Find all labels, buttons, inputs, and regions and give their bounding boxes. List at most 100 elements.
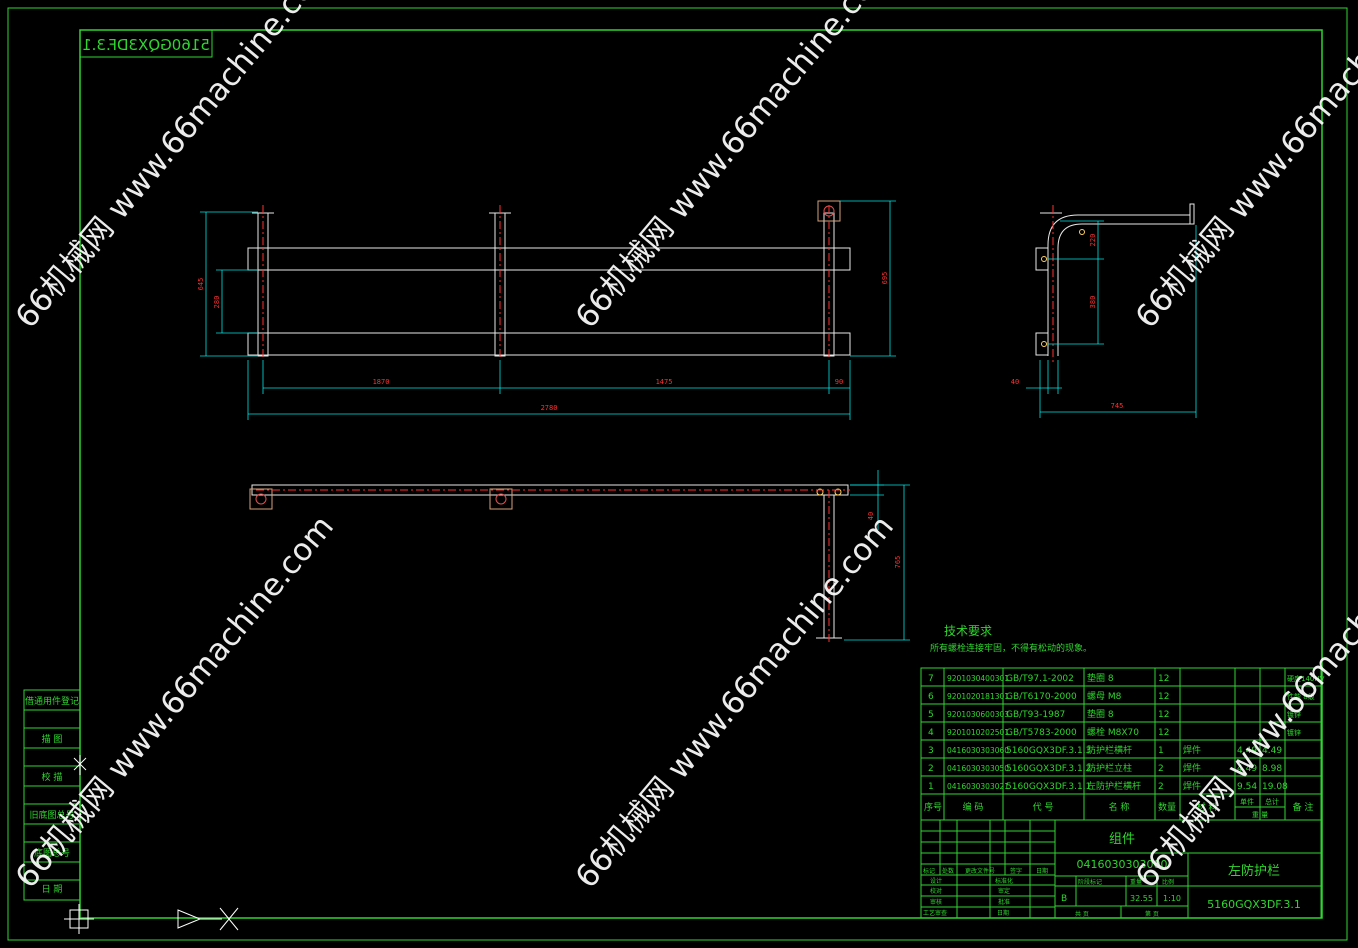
svg-text:B: B: [1061, 894, 1067, 904]
svg-text:1870: 1870: [373, 378, 390, 386]
svg-text:12: 12: [1158, 710, 1169, 720]
svg-text:GB/T6170-2000: GB/T6170-2000: [1006, 692, 1077, 702]
svg-text:数量: 数量: [1158, 801, 1176, 813]
svg-text:日期: 日期: [997, 909, 1009, 917]
svg-text:底图总号: 底图总号: [34, 847, 70, 859]
svg-text:0416030303000: 0416030303000: [1077, 858, 1168, 871]
svg-text:0416030303021: 0416030303021: [947, 782, 1009, 791]
table-row: 7 9201030400301 GB/T97.1-2002 垫圈 8 12 硬度…: [928, 672, 1325, 684]
plan-view-dimensions: [844, 470, 910, 641]
svg-text:校 描: 校 描: [42, 771, 63, 783]
side-view-dimensions: [1026, 220, 1197, 418]
svg-text:5160GQX3DF.3.1: 5160GQX3DF.3.1: [1207, 898, 1301, 911]
svg-text:645: 645: [197, 278, 205, 291]
svg-text:所有螺栓连接牢固，不得有松动的现象。: 所有螺栓连接牢固，不得有松动的现象。: [930, 642, 1092, 654]
watermarks: 66机械网 www.66machine.com 66机械网 www.66mach…: [9, 0, 1358, 895]
svg-text:焊件: 焊件: [1183, 744, 1201, 756]
svg-text:工艺审查: 工艺审查: [923, 909, 947, 917]
svg-text:镀锌: 镀锌: [1287, 710, 1301, 719]
svg-text:镀锌: 镀锌: [1287, 728, 1301, 737]
svg-text:220: 220: [1089, 234, 1097, 247]
svg-text:765: 765: [894, 556, 902, 569]
plan-view-dim-labels: 40 765: [867, 512, 902, 569]
frame-markers: [64, 755, 239, 934]
svg-text:66机械网 www.66machine.com: 66机械网 www.66machine.com: [1129, 0, 1358, 335]
inner-frame: [79, 29, 1323, 919]
svg-text:380: 380: [1089, 296, 1097, 309]
svg-text:12: 12: [1158, 692, 1169, 702]
svg-text:6: 6: [928, 692, 934, 702]
svg-text:签字: 签字: [1010, 867, 1022, 875]
svg-text:技术要求: 技术要求: [944, 624, 992, 638]
svg-text:标准化: 标准化: [995, 877, 1013, 885]
svg-text:硬度140HV: 硬度140HV: [1287, 674, 1325, 683]
svg-text:1:10: 1:10: [1163, 894, 1181, 903]
title-block-grid: [920, 819, 1322, 919]
svg-text:12: 12: [1158, 728, 1169, 738]
svg-text:40: 40: [867, 512, 875, 520]
side-strip: [23, 689, 81, 901]
front-view-dim-labels: 645 280 695 1870 1475 90 2780: [197, 272, 889, 412]
side-strip-labels: 借通用件登记 描 图 校 描 旧底图总号 底图总号 日 期: [25, 695, 79, 895]
svg-text:GB/T97.1-2002: GB/T97.1-2002: [1006, 674, 1074, 684]
svg-text:编 码: 编 码: [963, 801, 984, 813]
svg-text:处数: 处数: [942, 867, 954, 875]
svg-text:焊件: 焊件: [1183, 780, 1201, 792]
title-block-labels: 标记 处数 更改文件号 签字 日期 设计 标准化 校对 审定 审核 批准 工艺审…: [923, 867, 1174, 918]
svg-text:焊件: 焊件: [1183, 762, 1201, 774]
svg-text:3: 3: [928, 746, 934, 756]
plan-view: [249, 484, 850, 642]
svg-text:比例: 比例: [1162, 878, 1174, 886]
svg-text:序号: 序号: [924, 801, 942, 813]
svg-text:66机械网 www.66machine.com: 66机械网 www.66machine.com: [569, 509, 901, 895]
svg-text:2: 2: [1158, 782, 1164, 792]
svg-text:GB/T93-1987: GB/T93-1987: [1006, 710, 1065, 720]
svg-text:5160GQX3DF.3.1.1: 5160GQX3DF.3.1.1: [1006, 782, 1091, 792]
svg-text:90: 90: [835, 378, 843, 386]
svg-text:8.98: 8.98: [1262, 764, 1282, 774]
mirrored-drawing-number: 5160GQX3DF.3.1: [79, 29, 213, 58]
svg-text:9201030400301: 9201030400301: [947, 674, 1009, 683]
svg-text:5160GQX3DF.3.1: 5160GQX3DF.3.1: [82, 36, 210, 54]
bom-table-grid: [920, 667, 1322, 821]
svg-text:材 料: 材 料: [1197, 801, 1218, 813]
svg-text:5160GQX3DF.3.1.2: 5160GQX3DF.3.1.2: [1006, 764, 1091, 774]
svg-text:螺母 M8: 螺母 M8: [1087, 691, 1122, 702]
svg-text:GB/T5783-2000: GB/T5783-2000: [1006, 728, 1077, 738]
svg-text:12: 12: [1158, 674, 1169, 684]
svg-text:280: 280: [213, 296, 221, 309]
svg-text:66机械网 www.66machine.com: 66机械网 www.66machine.com: [569, 0, 901, 335]
svg-text:描 图: 描 图: [42, 733, 63, 745]
side-view-dim-labels: 220 380 40 745: [1011, 234, 1124, 410]
svg-text:2: 2: [928, 764, 934, 774]
svg-text:4.49: 4.49: [1237, 746, 1257, 756]
svg-text:1: 1: [928, 782, 934, 792]
svg-text:4.49: 4.49: [1237, 764, 1257, 774]
svg-text:借通用件登记: 借通用件登记: [25, 695, 79, 707]
svg-text:防护栏横杆: 防护栏横杆: [1087, 744, 1132, 756]
title-block-values: 组件 0416030303000 左防护栏 5160GQX3DF.3.1 B 3…: [1061, 832, 1301, 911]
svg-text:0416030303050: 0416030303050: [947, 764, 1009, 773]
svg-text:名 称: 名 称: [1109, 801, 1130, 813]
svg-text:19.08: 19.08: [1262, 782, 1288, 792]
table-row: 1 0416030303021 5160GQX3DF.3.1.1 左防护栏横杆 …: [928, 780, 1288, 792]
svg-text:5160GQX3DF.3.1.3: 5160GQX3DF.3.1.3: [1006, 746, 1091, 756]
svg-text:745: 745: [1111, 402, 1124, 410]
front-view: [247, 200, 851, 360]
svg-text:1475: 1475: [656, 378, 673, 386]
svg-text:重 量: 重 量: [1252, 811, 1268, 819]
side-view: [1035, 203, 1195, 362]
svg-text:旧底图总号: 旧底图总号: [29, 809, 74, 821]
svg-text:4: 4: [928, 728, 934, 738]
svg-text:代 号: 代 号: [1033, 802, 1054, 813]
svg-text:标记: 标记: [923, 867, 935, 875]
svg-text:9201020181301: 9201020181301: [947, 692, 1009, 701]
svg-text:9201010202501: 9201010202501: [947, 728, 1009, 737]
technical-requirements: 技术要求 所有螺栓连接牢固，不得有松动的现象。: [930, 624, 1092, 654]
svg-text:性能 8级: 性能 8级: [1287, 692, 1315, 701]
svg-text:第 页: 第 页: [1145, 910, 1159, 918]
svg-text:32.55: 32.55: [1130, 894, 1153, 903]
svg-text:重量: 重量: [1130, 878, 1142, 886]
svg-text:组件: 组件: [1109, 832, 1135, 847]
